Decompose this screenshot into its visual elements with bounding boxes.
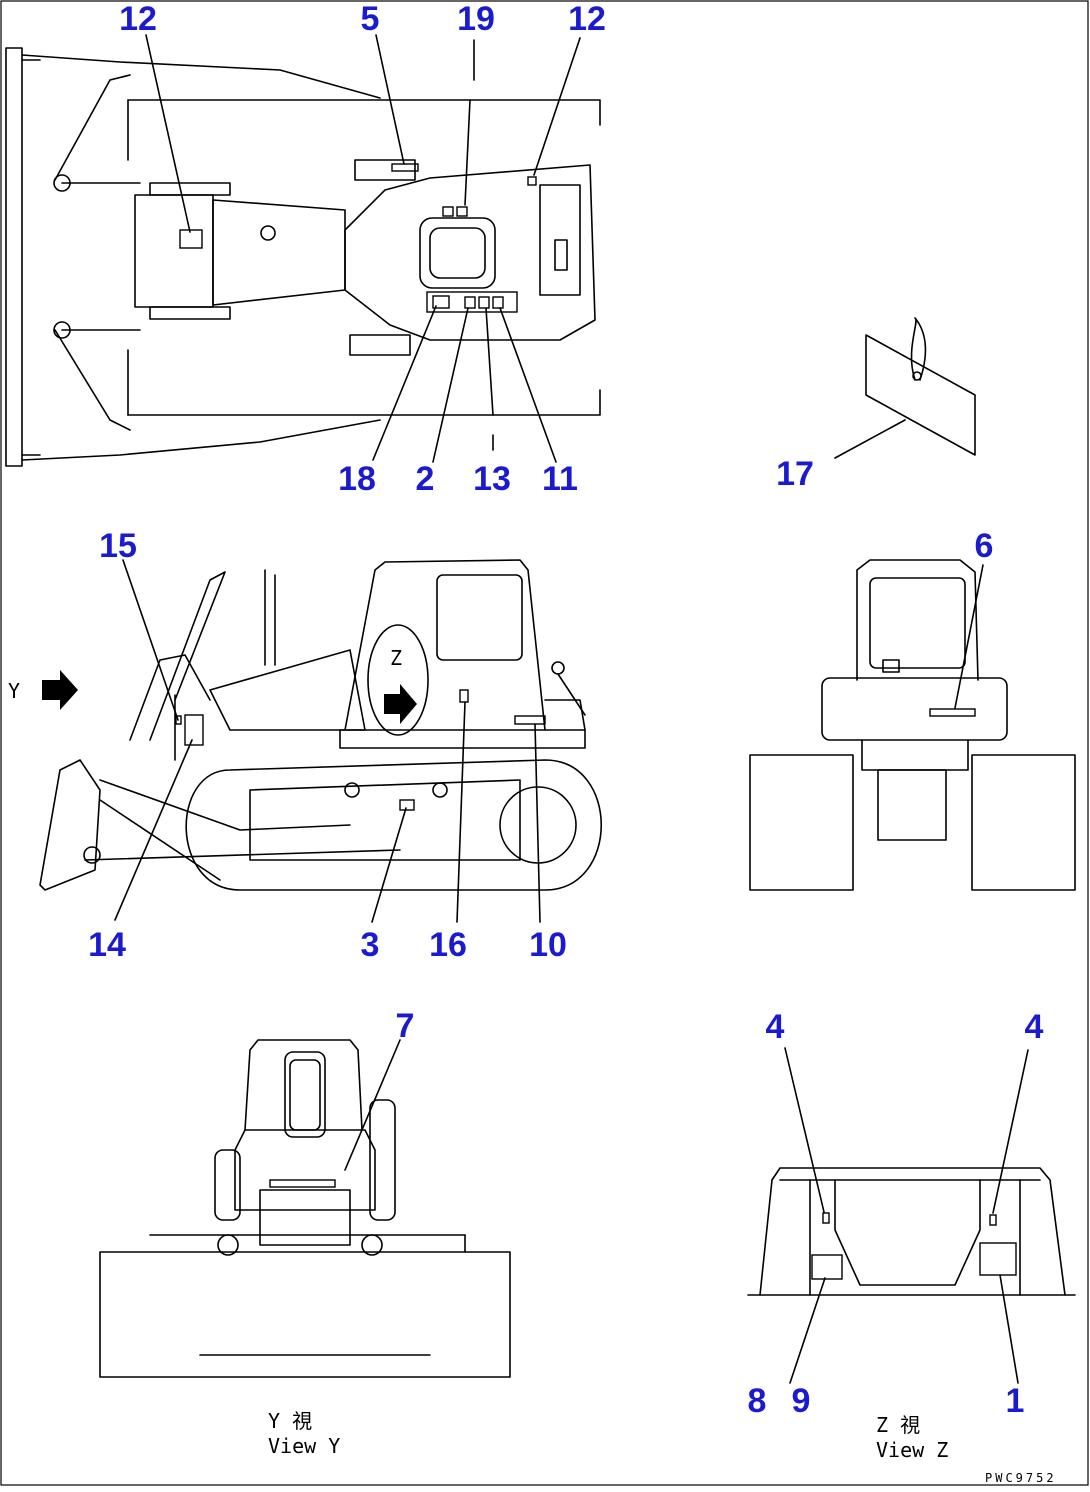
view-z-caption-en: View Z [876,1438,948,1462]
decal-13 [478,296,490,309]
callout-6: 6 [975,527,994,565]
view-z-panel [747,1167,1076,1296]
callout-8: 8 [748,1382,767,1420]
decal-14 [184,714,204,746]
view-z-leaders [784,1047,1029,1384]
callout-15: 15 [99,527,137,565]
callout-12-top-left: 12 [119,0,157,38]
view-y-caption-en: View Y [268,1434,340,1458]
decal-4a [822,1212,830,1224]
callout-19: 19 [457,0,495,38]
decal-11 [492,296,504,309]
decal-19a [442,206,454,217]
callout-5: 5 [361,0,380,38]
view-z-arrow-icon [384,684,417,724]
leader-7 [344,1039,401,1171]
decal-2 [464,296,476,309]
decal-7 [269,1179,336,1188]
callout-13: 13 [473,460,511,498]
decal-15 [175,715,182,725]
callout-7: 7 [396,1007,415,1045]
front-view-y-dozer [99,1039,511,1378]
callout-12-top-right: 12 [568,0,606,38]
decal-6 [929,708,976,717]
view-z-caption-ja: Z 視 [876,1413,920,1437]
decal-12b [527,176,537,186]
callout-14: 14 [88,926,126,964]
panel-outline [426,291,518,313]
drawing-code: PWC9752 [985,1471,1057,1485]
decal-19b [456,206,468,217]
callout-18: 18 [338,460,376,498]
side-view-dozer [39,559,602,891]
decal-12a [179,229,203,249]
decal-16 [459,689,469,703]
view-y-caption-ja: Y 視 [268,1409,312,1433]
decal-18 [432,295,450,309]
callout-11: 11 [542,460,578,498]
decal-9 [811,1254,843,1280]
callout-3: 3 [361,926,380,964]
decal-5 [391,163,419,172]
view-y-arrow-icon [42,670,78,710]
decal-10 [514,715,546,725]
callout-9: 9 [792,1382,811,1420]
callout-4-right: 4 [1025,1008,1044,1046]
decal-4b [989,1214,997,1226]
leader-6 [954,564,984,709]
callout-1: 1 [1006,1382,1025,1420]
hang-tag [834,317,976,459]
rear-view-dozer [749,559,1076,891]
callout-2: 2 [416,460,435,498]
callout-10: 10 [529,926,567,964]
top-view-leaders [145,34,581,463]
decal-3 [399,799,415,811]
callout-4-left: 4 [766,1008,785,1046]
callout-16: 16 [429,926,467,964]
view-z-marker: Z [390,646,402,670]
view-y-marker: Y [8,679,20,703]
decal-1 [979,1242,1017,1276]
callout-17: 17 [776,455,814,493]
top-view-dozer [5,47,601,467]
side-view-leaders [114,559,541,923]
